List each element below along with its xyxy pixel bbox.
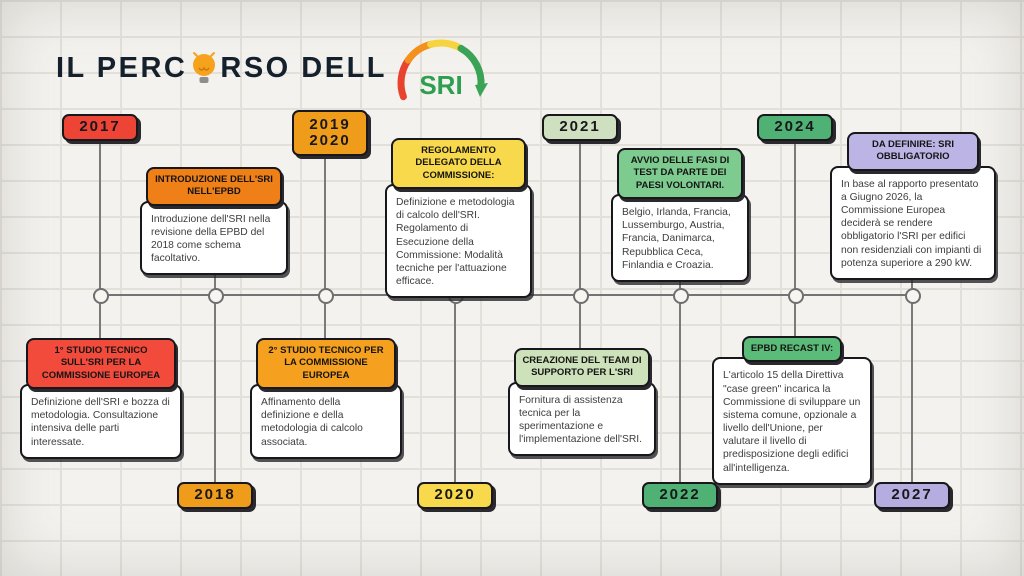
event-card-2017: 1° STUDIO TECNICO SULL'SRI PER LA COMMIS… [20,338,182,459]
timeline-node [673,288,689,304]
event-body: Definizione e metodologia di calcolo del… [385,184,532,299]
event-body: Fornitura di assistenza tecnica per la s… [508,381,656,457]
event-body: Definizione dell'SRI e bozza di metodolo… [20,384,182,459]
sri-gauge-icon: SRI [397,39,489,101]
event-header: REGOLAMENTO DELEGATO DELLA COMMISSIONE: [390,138,527,190]
connector-line [99,300,101,348]
title-text-left: IL PERC [56,51,188,84]
event-body: Affinamento della definizione e della me… [250,384,402,459]
event-body: Introduzione dell'SRI nella revisione de… [140,200,288,276]
connector-line [579,130,581,290]
timeline-node [208,288,224,304]
event-card-2019-2020: 2° STUDIO TECNICO PER LA COMMISSIONE EUR… [250,338,402,459]
event-body: L'articolo 15 della Direttiva "case gree… [712,357,872,485]
year-badge-2027: 2027 [874,482,950,509]
year-badge-2017: 2017 [62,114,138,141]
connector-line [911,300,913,492]
event-header: 1° STUDIO TECNICO SULL'SRI PER LA COMMIS… [26,338,176,390]
year-badge-2022: 2022 [642,482,718,509]
event-header: CREAZIONE DEL TEAM DI SUPPORTO PER L'SRI [513,348,651,387]
connector-line [214,300,216,492]
connector-line [579,300,581,356]
year-badge-2018: 2018 [177,482,253,509]
event-card-2022: AVVIO DELLE FASI DI TEST DA PARTE DEI PA… [611,148,749,282]
event-header: 2° STUDIO TECNICO PER LA COMMISSIONE EUR… [256,338,396,390]
connector-line [324,300,326,348]
timeline-node [93,288,109,304]
event-card-2020: REGOLAMENTO DELEGATO DELLA COMMISSIONE: … [385,138,532,299]
timeline-node [573,288,589,304]
year-badge-2024: 2024 [757,114,833,141]
year-badge-2019-2020: 2019 2020 [292,110,368,156]
connector-line [324,132,326,290]
title-text-right: RSO DELL [220,51,388,84]
event-header: INTRODUZIONE DELL'SRI NELL'EPBD [145,167,283,206]
event-header: EPBD RECAST IV: [742,336,842,363]
event-body: Belgio, Irlanda, Francia, Lussemburgo, A… [611,194,749,282]
connector-line [794,130,796,290]
timeline-node [318,288,334,304]
page-title: IL PERC RSO DELL SRI [56,34,491,102]
event-card-2027: DA DEFINIRE: SRI OBBLIGATORIO In base al… [830,132,996,280]
lightbulb-icon [193,52,216,83]
timeline-node [905,288,921,304]
timeline-node [788,288,804,304]
connector-line [679,300,681,492]
event-card-2024: EPBD RECAST IV: L'articolo 15 della Dire… [712,336,872,485]
year-badge-2020: 2020 [417,482,493,509]
event-body: In base al rapporto presentato a Giugno … [830,165,996,280]
event-card-2021: CREAZIONE DEL TEAM DI SUPPORTO PER L'SRI… [508,348,656,457]
event-card-2018: INTRODUZIONE DELL'SRI NELL'EPBD Introduz… [140,167,288,276]
year-badge-2021: 2021 [542,114,618,141]
connector-line [794,300,796,348]
connector-line [454,300,456,492]
event-header: AVVIO DELLE FASI DI TEST DA PARTE DEI PA… [616,148,744,200]
event-header: DA DEFINIRE: SRI OBBLIGATORIO [846,132,980,171]
title-highlight: SRI [419,70,462,100]
connector-line [99,130,101,290]
